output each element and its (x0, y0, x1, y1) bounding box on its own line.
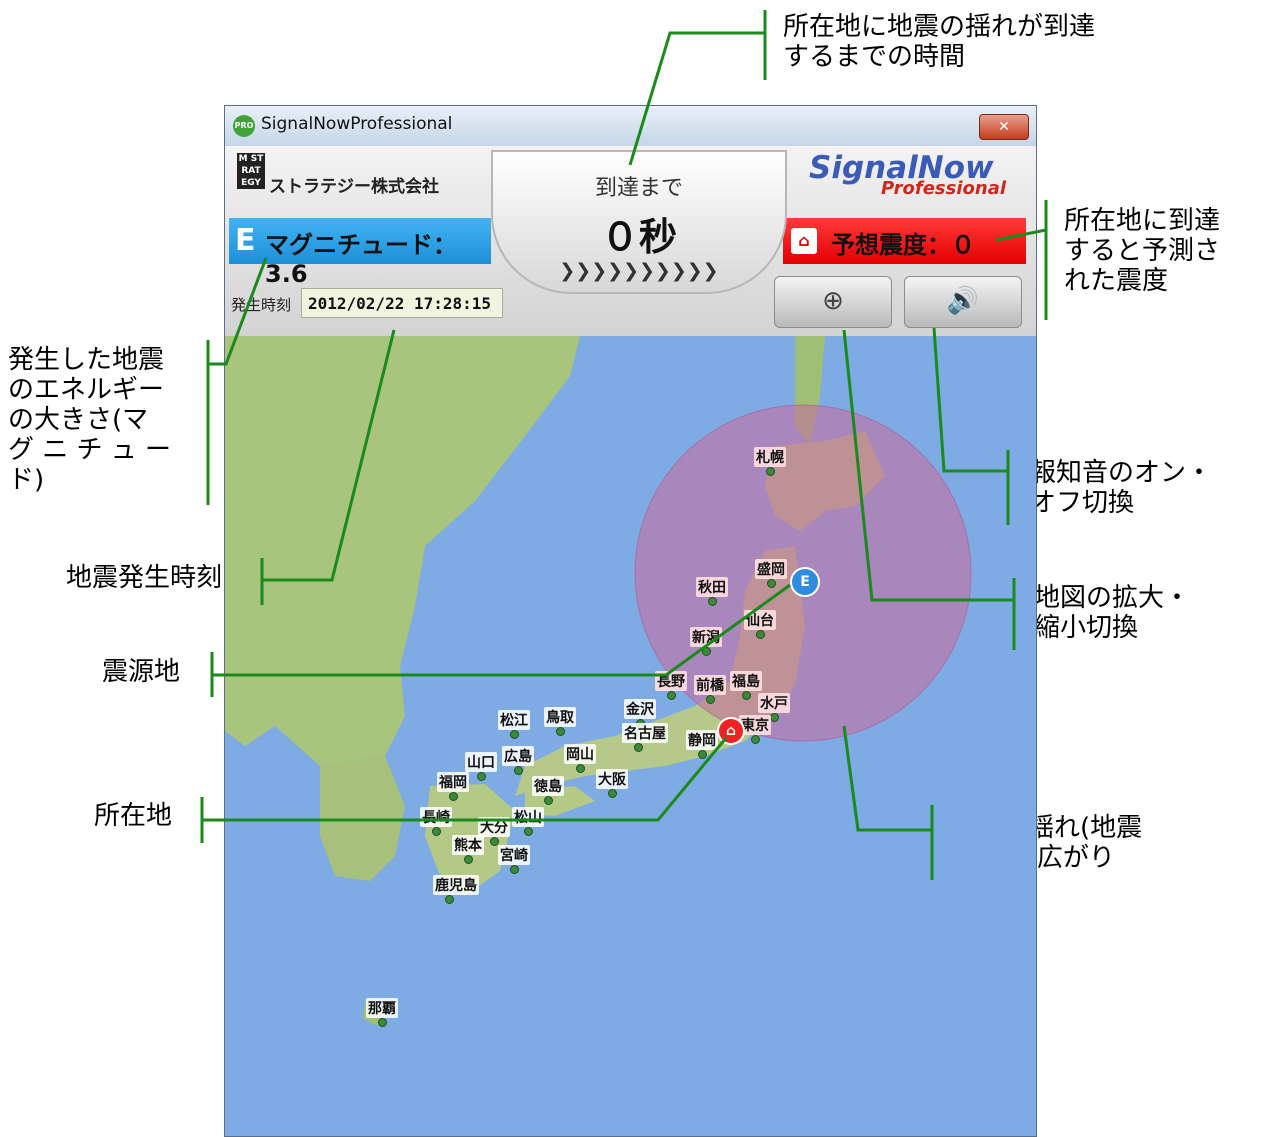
city-label: 大分 (478, 817, 510, 837)
city-dot (524, 827, 533, 836)
zoom-button[interactable]: ⊕ (774, 276, 892, 328)
city-label: 松山 (512, 807, 544, 827)
city-label: 秋田 (696, 577, 728, 597)
zoom-in-icon: ⊕ (822, 286, 844, 316)
city-label: 松江 (498, 710, 530, 730)
asia-mainland (225, 336, 580, 766)
city-label: 徳島 (532, 776, 564, 796)
intensity-value: 予想震度：０ (831, 231, 975, 259)
city-label: 熊本 (452, 835, 484, 855)
city-label: 名古屋 (622, 723, 668, 743)
city-dot (510, 730, 519, 739)
city-dot (464, 855, 473, 864)
city-label: 岡山 (564, 744, 596, 764)
city-label: 札幌 (754, 447, 786, 467)
callout-sound-toggle: 報知音のオン・ オフ切換 (1030, 458, 1213, 518)
city-dot (751, 735, 760, 744)
brand-edition: Professional (881, 178, 1007, 199)
epicenter-marker[interactable]: E (790, 567, 820, 597)
epicenter-badge-icon: E (235, 223, 256, 258)
city-dot (445, 895, 454, 904)
city-dot (708, 597, 717, 606)
city-dot (477, 772, 486, 781)
callout-arrival-time: 所在地に地震の揺れが到達 するまでの時間 (783, 12, 1096, 72)
brand-logo: SignalNow (809, 150, 994, 186)
epicenter-icon: E (800, 574, 810, 590)
city-label: 金沢 (624, 699, 656, 719)
city-label: 盛岡 (755, 559, 787, 579)
company-logo: M ST RAT EGY (237, 153, 265, 189)
city-label: 長崎 (420, 807, 452, 827)
city-dot (514, 766, 523, 775)
city-label: 水戸 (758, 693, 790, 713)
close-button[interactable]: ✕ (979, 114, 1029, 140)
city-dot (702, 647, 711, 656)
home-icon: ⌂ (791, 228, 817, 254)
callout-magnitude: 発生した地震 のエネルギー の大きさ(マ グ ニ チ ュ ー ド) (8, 345, 172, 495)
city-label: 大阪 (596, 769, 628, 789)
city-label: 那覇 (366, 998, 398, 1018)
window-title: SignalNowProfessional (261, 114, 453, 134)
city-label: 福岡 (437, 772, 469, 792)
city-dot (576, 764, 585, 773)
city-dot (449, 792, 458, 801)
city-dot (706, 695, 715, 704)
city-dot (766, 467, 775, 476)
company-name: ストラテジー株式会社 (269, 177, 439, 197)
city-dot (556, 727, 565, 736)
city-label: 鹿児島 (433, 875, 479, 895)
city-dot (608, 789, 617, 798)
magnitude-value: マグニチュード：3.6 (265, 231, 457, 288)
speaker-icon: 🔊 (946, 286, 980, 316)
city-dot (698, 750, 707, 759)
magnitude-bar: E マグニチュード：3.6 (229, 218, 491, 288)
city-dot (378, 1018, 387, 1027)
occurrence-time-label: 発生時刻 (231, 296, 292, 314)
city-label: 宮崎 (498, 845, 530, 865)
callout-epicenter: 震源地 (102, 657, 181, 687)
city-dot (432, 827, 441, 836)
city-dot (742, 691, 751, 700)
city-dot (510, 865, 519, 874)
map-view[interactable]: 札幌秋田 盛岡仙台新潟長野前橋福島水戸東京 金沢名古屋静岡 松江鳥取山口広島 岡山福岡 徳… (225, 336, 1036, 1136)
app-icon: PRO (233, 115, 255, 137)
city-dot (667, 691, 676, 700)
city-label: 前橋 (694, 675, 726, 695)
intensity-bar: ⌂ 予想震度：０ (783, 218, 1026, 264)
city-dot (770, 713, 779, 722)
korea (320, 756, 405, 881)
city-dot (490, 837, 499, 846)
city-dot (756, 630, 765, 639)
timer-value: ０秒 (600, 215, 677, 259)
city-dot (544, 796, 553, 805)
sound-toggle-button[interactable]: 🔊 (904, 276, 1022, 328)
city-label: 山口 (465, 752, 497, 772)
city-dot (634, 743, 643, 752)
app-window: PRO SignalNowProfessional ✕ M ST RAT EGY… (224, 105, 1037, 1137)
callout-time: 地震発生時刻 (66, 563, 223, 593)
city-label: 広島 (502, 746, 534, 766)
location-marker[interactable]: ⌂ (717, 717, 745, 745)
city-label: 新潟 (690, 627, 722, 647)
city-label: 福島 (730, 671, 762, 691)
close-icon: ✕ (998, 119, 1010, 135)
arrival-timer: 到達まで ０秒 ❯❯❯❯❯❯❯❯❯❯ (491, 150, 787, 294)
countdown-arrows: ❯❯❯❯❯❯❯❯❯❯ (559, 260, 719, 282)
title-bar[interactable]: PRO SignalNowProfessional ✕ (225, 106, 1036, 146)
city-label: 仙台 (744, 610, 776, 630)
occurrence-time-value: 2012/02/22 17:28:15 (301, 288, 503, 318)
info-panel: M ST RAT EGY ストラテジー株式会社 SignalNow Profes… (225, 146, 1036, 338)
city-label: 静岡 (686, 730, 718, 750)
city-label: 鳥取 (544, 707, 576, 727)
city-label: 長野 (655, 671, 687, 691)
callout-zoom: 地図の拡大・ 縮小切換 (1034, 583, 1191, 643)
city-dot (767, 579, 776, 588)
callout-predicted-intensity: 所在地に到達 すると予測さ れた震度 (1064, 206, 1221, 296)
city-label: 東京 (739, 715, 771, 735)
callout-location: 所在地 (94, 801, 173, 831)
location-icon: ⌂ (725, 723, 737, 739)
timer-label: 到達まで (594, 176, 683, 201)
